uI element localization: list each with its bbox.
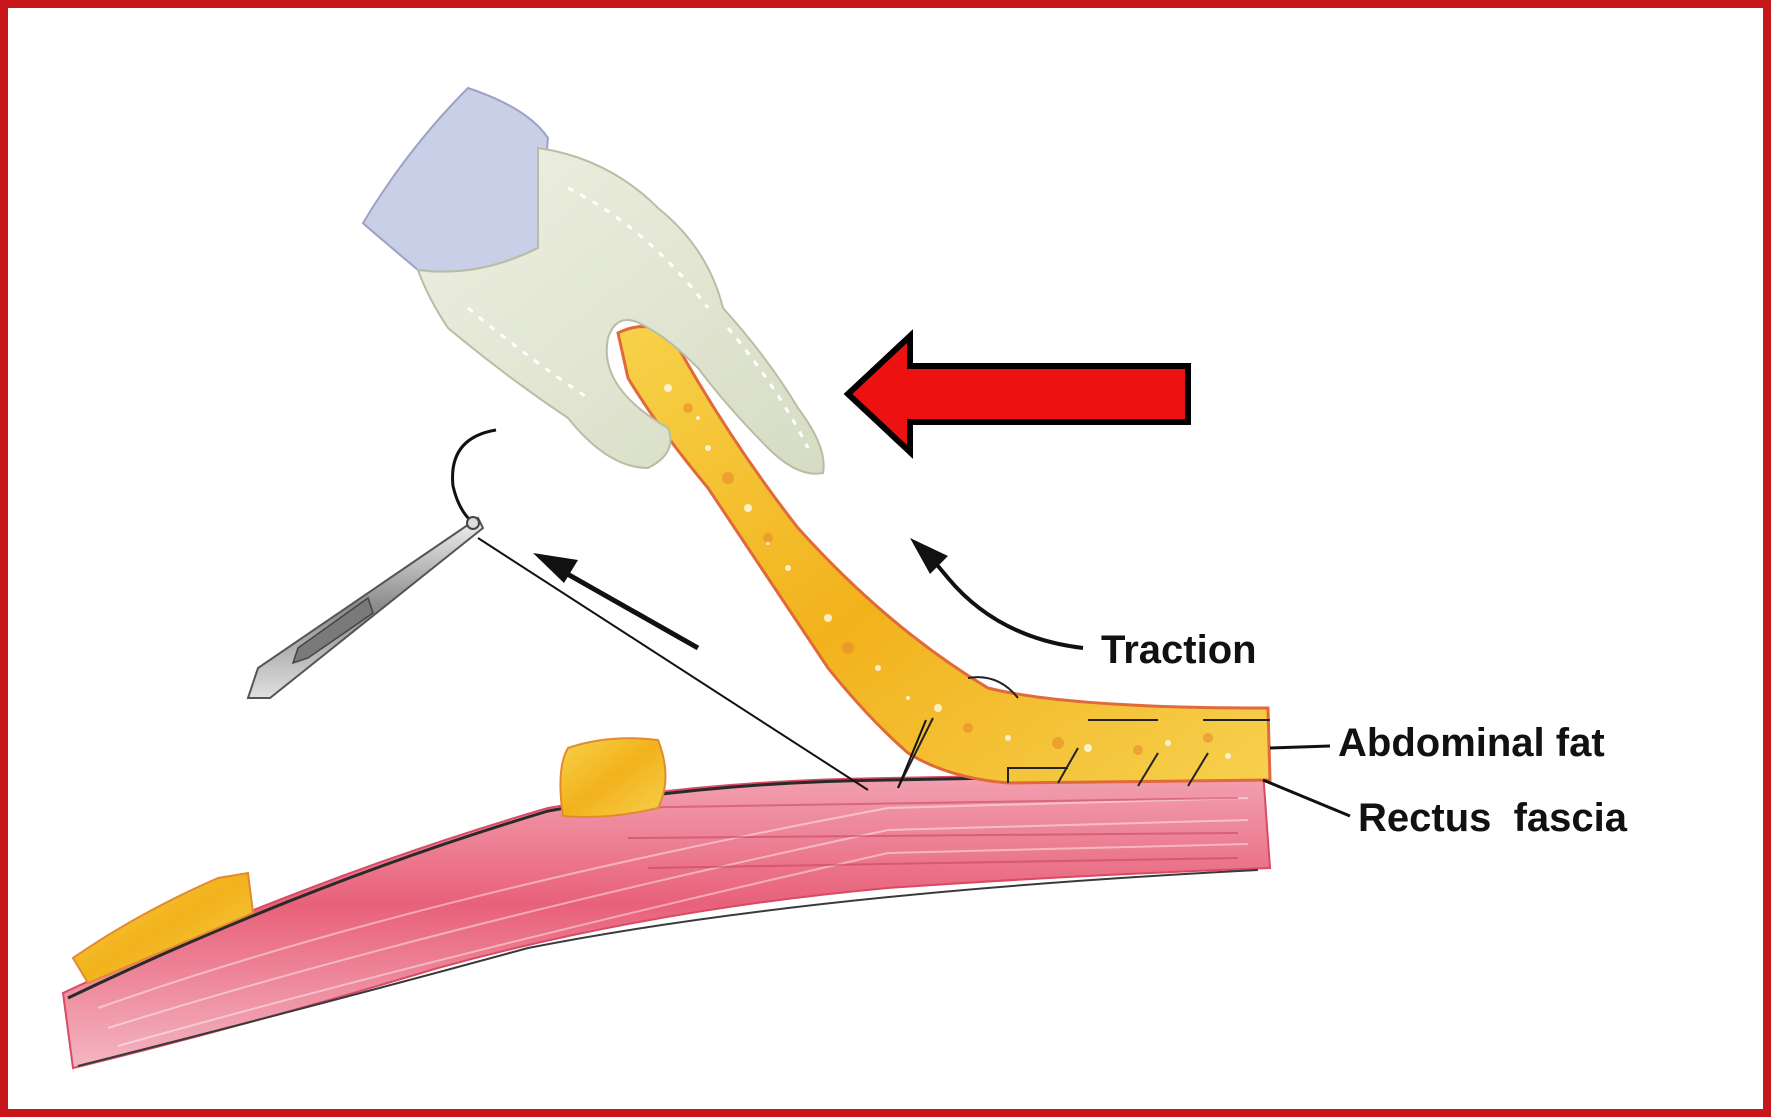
- fat-nodule: [560, 738, 665, 817]
- label-traction: Traction: [1101, 630, 1257, 670]
- label-rectus-fascia: Rectus fascia: [1358, 798, 1627, 838]
- glove-cuff: [363, 88, 548, 272]
- traction-arrow-curve: [923, 548, 1083, 648]
- leader-rectus-fascia: [1263, 780, 1350, 816]
- surgical-illustration: [8, 8, 1763, 1109]
- needle-holder-icon: [248, 517, 483, 698]
- leader-abdominal-fat: [1270, 746, 1330, 748]
- curved-needle-icon: [453, 430, 496, 520]
- red-indicator-arrow: [848, 336, 1188, 452]
- label-abdominal-fat: Abdominal fat: [1338, 723, 1605, 763]
- pull-direction-arrow: [548, 563, 698, 648]
